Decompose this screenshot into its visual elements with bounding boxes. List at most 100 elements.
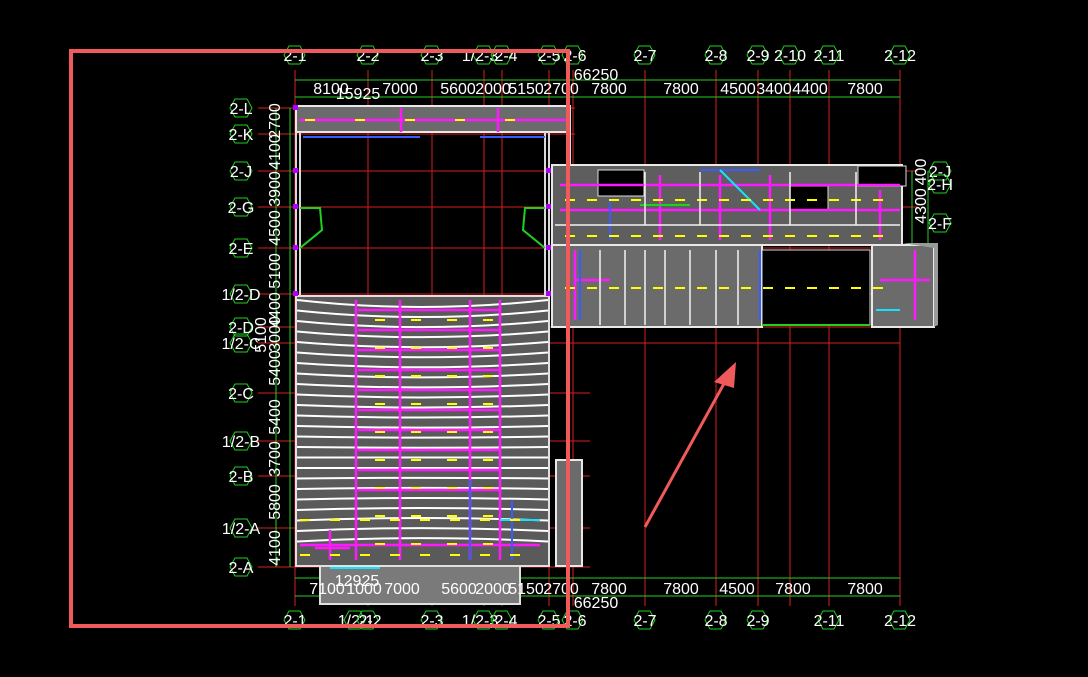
dim-total: 66250 — [574, 595, 619, 612]
seating-row — [296, 393, 549, 399]
left-axis-bubbles: 2-L 2-K 2-J 2-G 2-E 1/2-D 2-D 1/2-C 2-C … — [221, 98, 261, 577]
axis-bubble[interactable]: 2-D — [228, 317, 254, 337]
dim-span: 7100 — [309, 581, 345, 598]
dimension-lines — [275, 79, 929, 597]
dim-span: 3900 — [267, 171, 284, 207]
dim-span: 8100 — [313, 81, 349, 98]
axis-bubble[interactable]: 2-7 — [633, 45, 657, 65]
seating-row — [296, 341, 549, 349]
right-dimensions: 4300 400 — [913, 159, 930, 224]
seating-row — [296, 299, 549, 308]
dim-span: 4100 — [267, 134, 284, 170]
dim-span: 4400 — [267, 292, 284, 328]
axis-bubble[interactable]: 2-11 — [814, 45, 845, 65]
dim-span: 2700 — [267, 103, 284, 139]
axis-label: 2-9 — [746, 48, 769, 65]
green-lines — [299, 204, 870, 326]
axis-bubble[interactable]: 2-J — [229, 161, 253, 181]
axis-label: 2-J — [230, 164, 252, 181]
axis-bubble[interactable]: 2-J — [928, 161, 952, 181]
axis-bubble[interactable]: 2-2 — [356, 45, 380, 65]
seating-row — [296, 496, 549, 501]
axis-bubble[interactable]: 2-K — [229, 124, 254, 144]
axis-label: 2-C — [228, 386, 254, 403]
axis-bubble[interactable]: 2-5 — [537, 45, 561, 65]
seating-row — [296, 425, 549, 429]
axis-bubble[interactable]: 1/2-B — [222, 431, 260, 451]
seating-row — [296, 320, 549, 329]
dim-span: 5800 — [267, 484, 284, 520]
dim-span: 5600 — [440, 81, 476, 98]
dim-span: 7800 — [663, 81, 699, 98]
axis-bubble[interactable]: 2-B — [229, 466, 254, 486]
axis-bubble[interactable]: 2-G — [228, 197, 255, 217]
dim-span: 7800 — [663, 581, 699, 598]
axis-label: 2-F — [928, 216, 952, 233]
slab-areas — [295, 105, 938, 605]
dim-span: 5150 — [508, 81, 544, 98]
axis-bubble[interactable]: 2-7 — [633, 610, 657, 630]
top-dimensions: 66250 15925 8100 7000 5600 2000 5150 270… — [313, 67, 883, 103]
axis-label: 1/2-D — [221, 287, 260, 304]
axis-bubble[interactable]: 2-10 — [774, 45, 806, 65]
seating-row — [296, 372, 549, 379]
axis-bubble[interactable]: 2-8 — [704, 610, 728, 630]
annotation-selection-box — [69, 49, 570, 628]
axis-bubble[interactable]: 2-H — [927, 174, 953, 194]
axis-label: 2-L — [229, 101, 252, 118]
axis-bubble[interactable]: 1/2-C — [221, 333, 261, 353]
dim-span: 4500 — [267, 210, 284, 246]
axis-bubble[interactable]: 1/2-D — [221, 284, 261, 304]
top-axis-bubbles: 2-1 2-2 2-3 1/2-3 2-4 2-5 2-6 2-7 2-8 2-… — [283, 45, 916, 65]
axis-label: 2-9 — [746, 613, 769, 630]
axis-bubble[interactable]: 2-12 — [884, 45, 916, 65]
seating-row — [296, 383, 549, 389]
axis-bubble[interactable]: 2-3 — [420, 45, 444, 65]
seating-row — [296, 507, 549, 511]
seating-row — [296, 330, 549, 339]
panel-dividers — [555, 172, 900, 325]
axis-label: 2-10 — [774, 48, 806, 65]
axis-bubble[interactable]: 2-E — [229, 238, 254, 258]
dim-span: 7800 — [775, 581, 811, 598]
axis-label: 1/2-B — [222, 434, 260, 451]
dim-span: 2000 — [475, 81, 511, 98]
axis-bubble[interactable]: 2-9 — [746, 45, 770, 65]
dim-span: 7800 — [591, 81, 627, 98]
seating-row — [296, 486, 549, 490]
axis-bubble[interactable]: 1/2-3 — [462, 45, 499, 65]
axis-label: 2-12 — [884, 48, 916, 65]
dim-span: 4500 — [719, 581, 755, 598]
axis-bubble[interactable]: 2-1 — [283, 45, 307, 65]
axis-bubble[interactable]: 2-8 — [704, 45, 728, 65]
axis-bubble[interactable]: 2-11 — [814, 610, 845, 630]
axis-bubble[interactable]: 2-C — [228, 383, 254, 403]
axis-bubble[interactable]: 2-4 — [490, 45, 518, 65]
axis-bubble[interactable]: 2-A — [229, 557, 254, 577]
axis-bubble[interactable]: 2-12 — [884, 610, 916, 630]
dim-span: 2700 — [543, 581, 579, 598]
axis-bubble[interactable]: 1/2-A — [222, 518, 261, 538]
seating-row — [296, 527, 549, 532]
dim-span: 4300 — [913, 188, 930, 224]
axis-bubble[interactable]: 2-9 — [746, 610, 770, 630]
axis-label: 2-D — [228, 320, 254, 337]
seating-row — [296, 404, 549, 409]
dim-span: 7800 — [847, 581, 883, 598]
axis-bubble[interactable]: 2-6 — [561, 45, 587, 65]
dim-span: 5600 — [441, 581, 477, 598]
axis-bubble[interactable]: 2-L — [229, 98, 253, 118]
dim-subtotal: 12925 — [335, 573, 380, 590]
axis-label: 2-7 — [633, 613, 656, 630]
seating-row — [296, 351, 549, 359]
axis-label: 2-B — [229, 469, 254, 486]
column-markers — [293, 105, 551, 296]
dim-subtotal: 15925 — [336, 86, 381, 103]
axis-label: 2-A — [229, 560, 254, 577]
dim-span: 1000 — [346, 581, 382, 598]
dim-span: 2700 — [543, 81, 579, 98]
seating-row — [296, 362, 549, 369]
dim-span: 5150 — [508, 581, 544, 598]
axis-bubble[interactable]: 2-F — [928, 213, 952, 233]
